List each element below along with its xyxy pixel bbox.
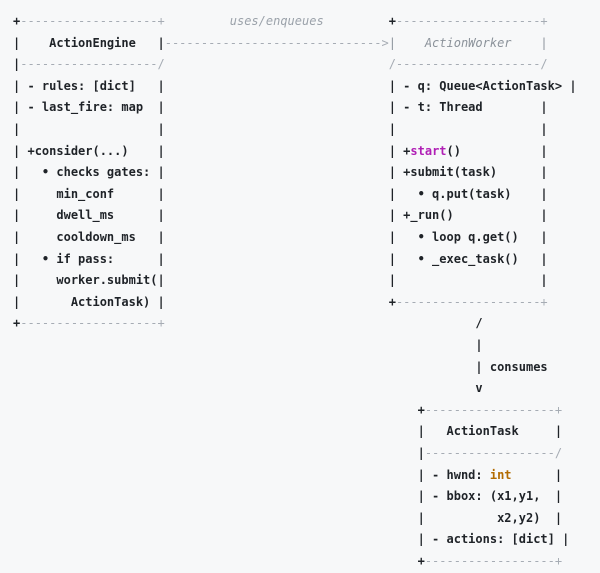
ascii-box-actionengine: +-------------------+ | ActionEngine | |… xyxy=(13,14,165,331)
ascii-box-actiontask: +------------------+ | ActionTask | |---… xyxy=(417,402,570,568)
uses-enqueues-label: uses/enqueues xyxy=(229,14,324,28)
consumes-arrow: / | | consumes v xyxy=(475,316,548,396)
uses-enqueues-arrow: ------------------------------> xyxy=(164,35,389,50)
ascii-box-actionworker: +--------------------+ | ActionWorker | … xyxy=(388,14,577,309)
